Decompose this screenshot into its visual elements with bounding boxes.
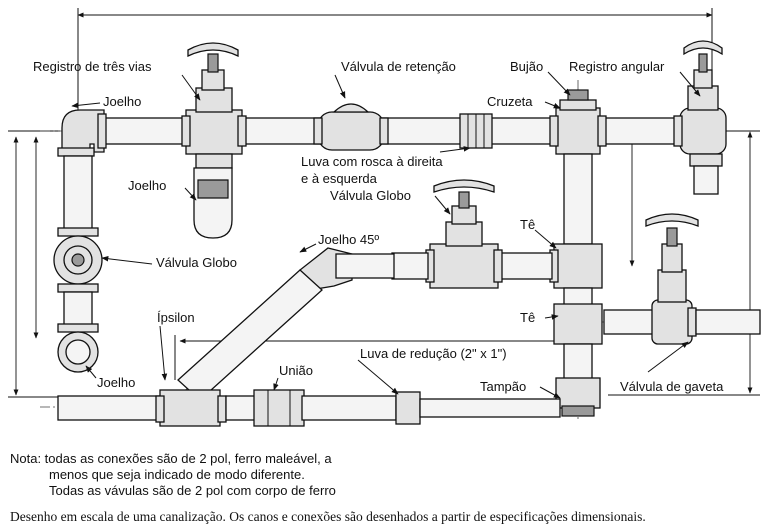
label-luva-rosca-2: e à esquerda — [301, 171, 378, 186]
label-cruzeta: Cruzeta — [487, 94, 533, 109]
elbow-top-left — [57, 109, 107, 157]
check-valve — [313, 103, 389, 151]
label-joelho-bottom: Joelho — [97, 375, 135, 390]
left-pipe-run — [53, 155, 103, 373]
label-luva-reducao: Luva de redução (2" x 1") — [360, 346, 507, 361]
bottom-pipe-run — [57, 389, 561, 427]
cross-fitting — [549, 89, 607, 155]
label-valvula-globo-left: Válvula Globo — [156, 255, 237, 270]
figure-caption: Desenho em escala de uma canalização. Os… — [10, 509, 646, 524]
note-block: Nota: todas as conexões são de 2 pol, fe… — [10, 451, 336, 498]
labels: Registro de três vias Válvula de retençã… — [33, 59, 724, 394]
label-te-upper: Tê — [520, 217, 535, 232]
label-valvula-gaveta: Válvula de gaveta — [620, 379, 724, 394]
label-valvula-retencao: Válvula de retenção — [341, 59, 456, 74]
label-te-lower: Tê — [520, 310, 535, 325]
globe-valve-middle — [391, 179, 553, 289]
label-tampao: Tampão — [480, 379, 526, 394]
note-line-1: Nota: todas as conexões são de 2 pol, fe… — [10, 451, 332, 466]
leader-lines — [71, 71, 701, 399]
label-joelho-top: Joelho — [103, 94, 141, 109]
note-line-3: Todas as vávulas são de 2 pol com corpo … — [49, 483, 336, 498]
three-way-valve — [181, 42, 247, 239]
note-line-2: menos que seja indicado de modo diferent… — [49, 467, 305, 482]
gate-valve — [603, 213, 761, 345]
label-joelho-45: Joelho 45º — [318, 232, 379, 247]
diagonal-pipe — [177, 269, 323, 401]
label-registro-tres-vias: Registro de três vias — [33, 59, 152, 74]
right-left-coupling — [459, 113, 493, 149]
label-luva-rosca-1: Luva com rosca à direita — [301, 154, 443, 169]
right-pipe-run — [549, 153, 603, 417]
label-ipsilon: Ípsilon — [157, 310, 195, 325]
top-pipe-run — [95, 117, 684, 145]
label-joelho-mid: Joelho — [128, 178, 166, 193]
label-valvula-globo-top: Válvula Globo — [330, 188, 411, 203]
angle-valve — [673, 40, 727, 195]
label-registro-angular: Registro angular — [569, 59, 665, 74]
label-bujao: Bujão — [510, 59, 543, 74]
label-uniao: União — [279, 363, 313, 378]
